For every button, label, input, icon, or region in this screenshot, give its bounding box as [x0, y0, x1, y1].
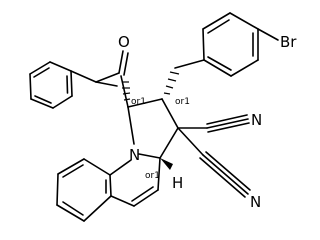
bromine-atom-label: Br: [280, 33, 297, 51]
stereo-label-c3a: or1: [145, 171, 160, 181]
nitrile-n1-label: N: [251, 111, 262, 129]
stereo-hash-c1: [122, 81, 131, 101]
nitrile-group-1: N: [177, 111, 262, 133]
benzoyl-phenyl-ring: [29, 61, 73, 109]
oxygen-atom-label: O: [118, 33, 130, 51]
nitrile-n2-label: N: [250, 193, 261, 211]
dihydro-ring: [109, 157, 161, 207]
pyrrolo-ring: [120, 75, 179, 159]
hydrogen-atom-label: H: [172, 174, 183, 192]
carbonyl-group: O: [70, 33, 130, 87]
stereo-label-c1: or1: [131, 97, 146, 107]
benzo-ring: [56, 158, 112, 222]
bromophenyl-ring: Br: [174, 12, 297, 77]
nitrogen-atom-label: N: [129, 146, 140, 164]
stereo-label-c2: or1: [175, 97, 190, 107]
nitrile-group-2: N: [177, 127, 261, 211]
stereo-hash-c2: [163, 71, 180, 95]
stereo-hydrogen: H: [160, 158, 183, 192]
